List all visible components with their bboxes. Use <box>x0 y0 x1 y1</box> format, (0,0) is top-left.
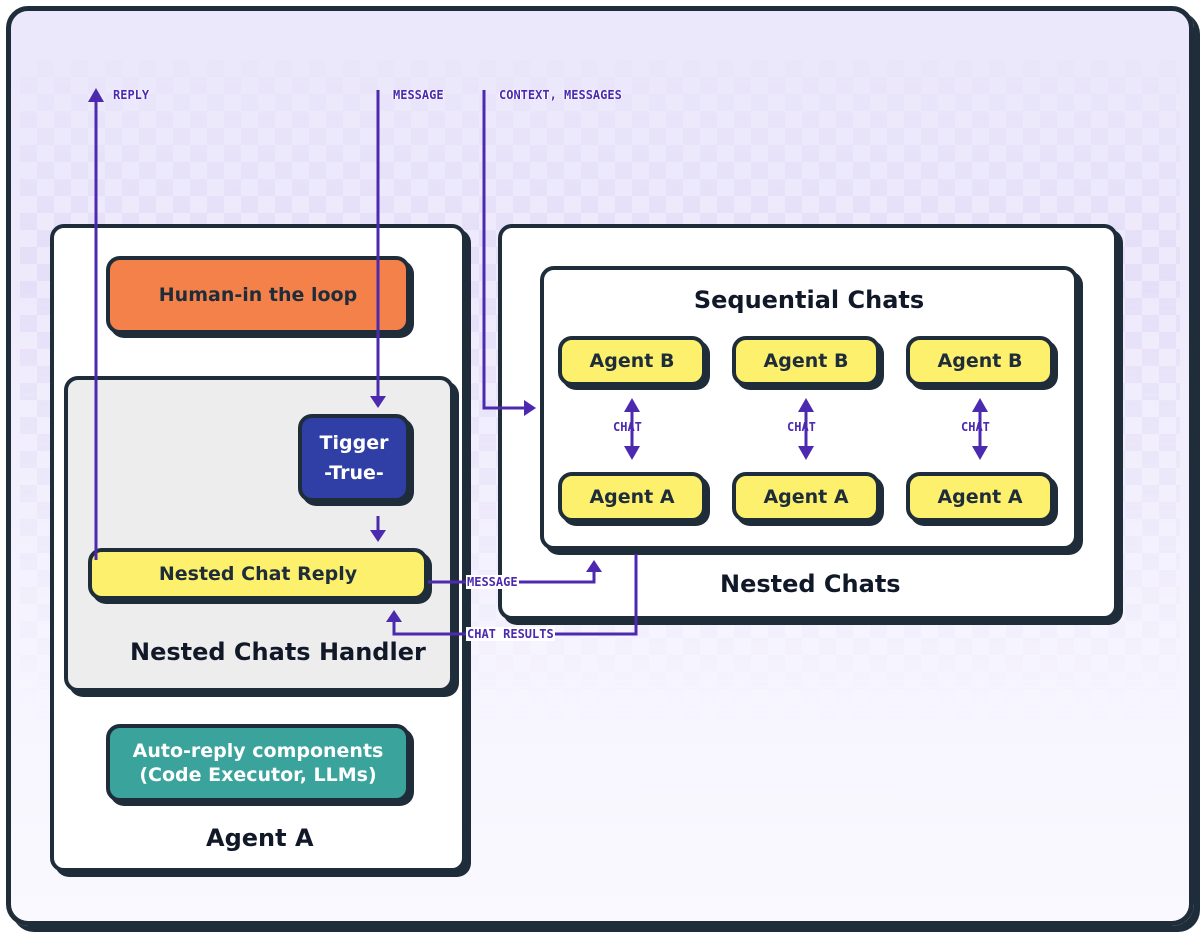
pair-2-up-arrowhead <box>798 398 814 412</box>
nested-chats-title: Nested Chats <box>720 570 901 598</box>
auto-reply-box: Auto-reply components (Code Executor, LL… <box>106 724 410 802</box>
pair-1-agent-b: Agent B <box>558 336 706 386</box>
message-out-arrowhead <box>586 560 602 572</box>
pair-1-up-arrowhead <box>624 398 640 412</box>
trigger-line1: Tigger <box>319 432 389 454</box>
pair-3-chat-label: CHAT <box>960 420 991 434</box>
trigger-line2: -True- <box>324 462 384 484</box>
pair-3-agent-a: Agent A <box>906 472 1054 522</box>
trigger-box: Tigger -True- <box>298 414 410 502</box>
trigger-reply-arrowhead <box>370 530 386 542</box>
message-out-label: MESSAGE <box>466 575 519 589</box>
chat-results-label: CHAT RESULTS <box>466 627 555 641</box>
pair-1-agent-a: Agent A <box>558 472 706 522</box>
human-in-loop-box: Human-in the loop <box>106 256 410 334</box>
pair-2-agent-a: Agent A <box>732 472 880 522</box>
pair-1-chat-label: CHAT <box>612 420 643 434</box>
pair-2-down-arrowhead <box>798 446 814 460</box>
pair-3-up-arrowhead <box>972 398 988 412</box>
message-in-arrowhead <box>370 396 386 408</box>
chat-results-arrow-line <box>392 554 638 636</box>
auto-reply-line2: (Code Executor, LLMs) <box>139 764 377 786</box>
pair-2-agent-b: Agent B <box>732 336 880 386</box>
pair-3-down-arrowhead <box>972 446 988 460</box>
context-arrowhead <box>524 400 536 416</box>
reply-label: REPLY <box>113 88 150 102</box>
agent-a-title: Agent A <box>206 824 314 852</box>
pair-2-chat-label: CHAT <box>786 420 817 434</box>
nested-chats-handler-title: Nested Chats Handler <box>130 638 426 666</box>
context-messages-label: CONTEXT, MESSAGES <box>499 88 622 102</box>
context-arrow-line <box>482 90 526 410</box>
chat-results-arrowhead <box>386 610 402 622</box>
pair-3-agent-b: Agent B <box>906 336 1054 386</box>
reply-arrowhead <box>88 88 104 102</box>
pair-1-down-arrowhead <box>624 446 640 460</box>
auto-reply-line1: Auto-reply components <box>132 740 384 762</box>
message-in-label: MESSAGE <box>393 88 444 102</box>
sequential-chats-title: Sequential Chats <box>693 286 925 314</box>
nested-chat-reply-box: Nested Chat Reply <box>88 548 428 600</box>
